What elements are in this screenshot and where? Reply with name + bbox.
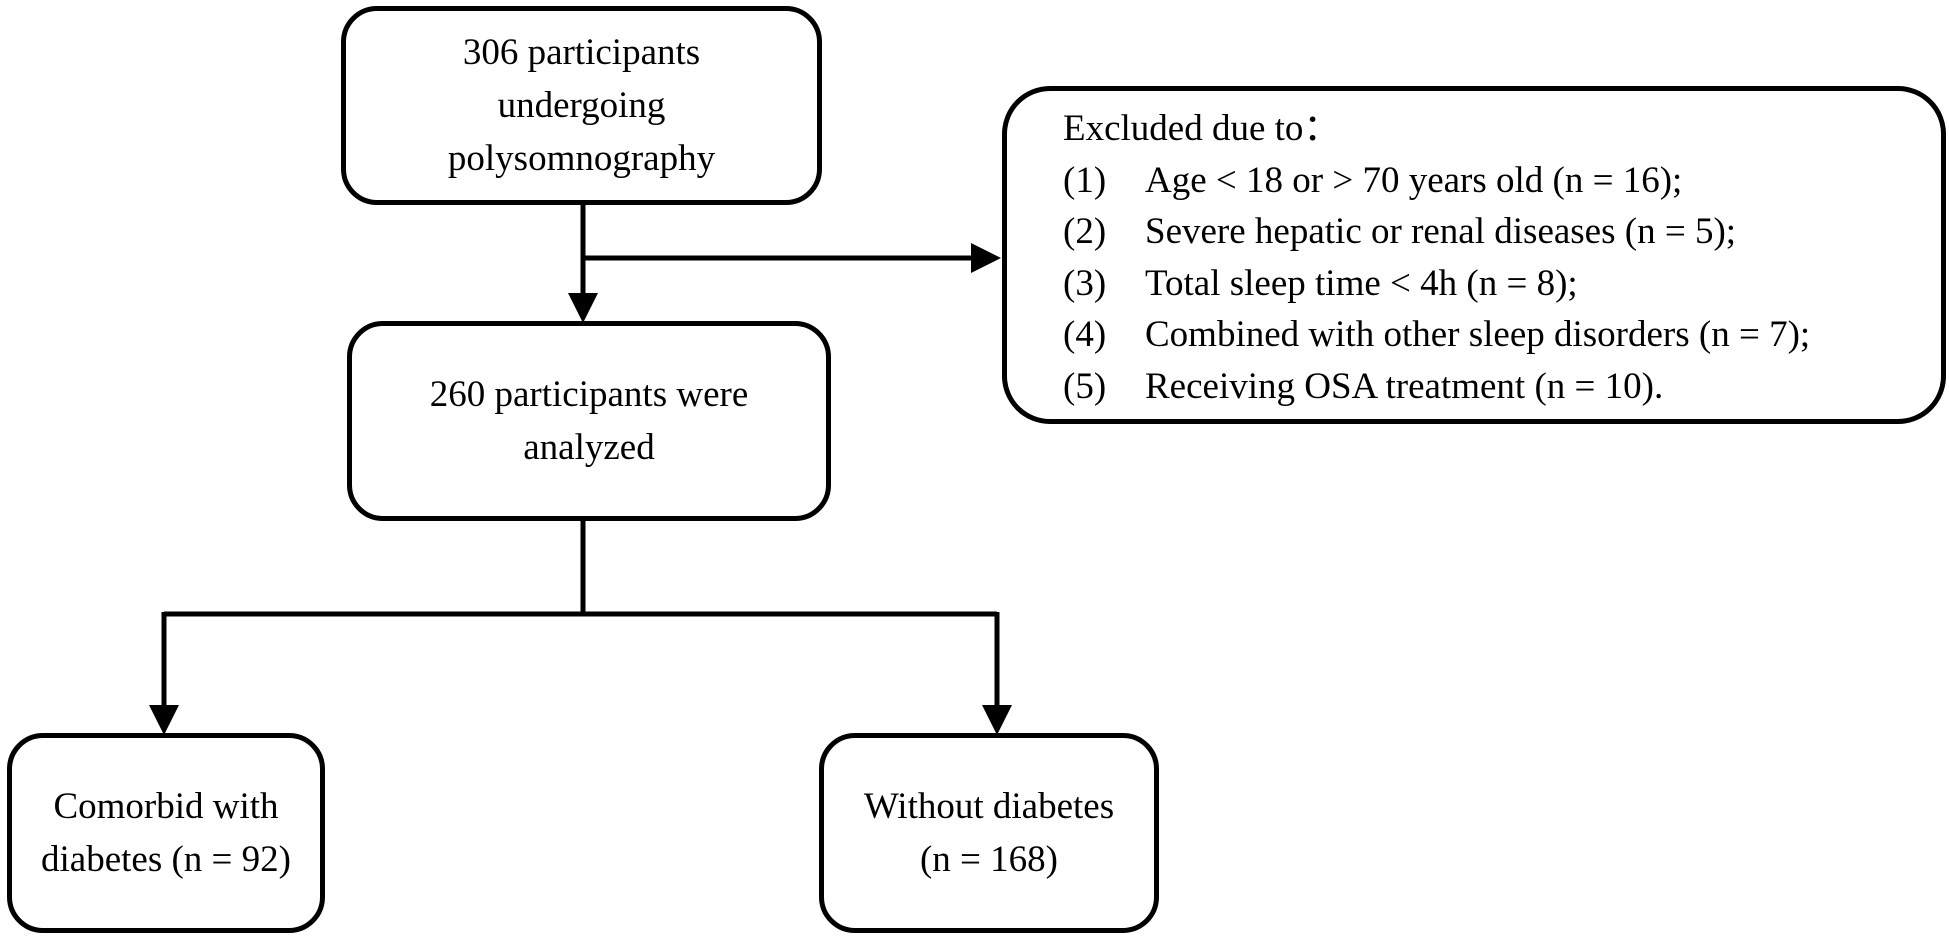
excluded-item-text: Severe hepatic or renal diseases (n = 5)… <box>1145 211 1737 252</box>
excluded-item: (4) Combined with other sleep disorders … <box>1063 309 1810 361</box>
excluded-item-text: Receiving OSA treatment (n = 10). <box>1145 365 1664 407</box>
excluded-item-text: Combined with other sleep disorders (n =… <box>1145 314 1811 355</box>
excluded-item: (3) Total sleep time < 4h (n = 8); <box>1063 258 1578 310</box>
excluded-item-text: Total sleep time < 4h (n = 8); <box>1145 262 1578 304</box>
excluded-item-number: (2) <box>1063 211 1107 252</box>
excluded-item-number: (5) <box>1063 365 1107 407</box>
enrolled-box: 306 participants undergoing polysomnogra… <box>341 6 822 205</box>
excluded-item-number: (3) <box>1063 262 1107 304</box>
analyzed-line-2: analyzed <box>523 427 655 468</box>
enrolled-line-3: polysomnography <box>447 138 716 179</box>
no-diabetes-line-1: Without diabetes <box>863 786 1115 827</box>
analyzed-box: 260 participants were analyzed <box>347 321 831 521</box>
no-diabetes-box: Without diabetes (n = 168) <box>819 733 1159 933</box>
enrolled-line-2: undergoing <box>497 85 666 126</box>
excluded-item: (1) Age < 18 or > 70 years old (n = 16); <box>1063 155 1682 207</box>
diabetes-line-2: diabetes (n = 92) <box>41 839 291 880</box>
excluded-item-number: (1) <box>1063 159 1107 201</box>
excluded-item-number: (4) <box>1063 314 1107 355</box>
analyzed-line-1: 260 participants were <box>429 374 749 415</box>
no-diabetes-line-2: (n = 168) <box>919 839 1058 880</box>
excluded-box: Excluded due to： (1) Age < 18 or > 70 ye… <box>1002 86 1946 424</box>
diabetes-box: Comorbid with diabetes (n = 92) <box>7 733 325 933</box>
excluded-item: (5) Receiving OSA treatment (n = 10). <box>1063 361 1663 413</box>
excluded-item: (2) Severe hepatic or renal diseases (n … <box>1063 206 1736 258</box>
diabetes-line-1: Comorbid with <box>53 786 279 827</box>
enrolled-line-1: 306 participants <box>462 32 701 73</box>
excluded-item-text: Age < 18 or > 70 years old (n = 16); <box>1145 159 1683 201</box>
excluded-heading: Excluded due to： <box>1063 108 1341 149</box>
